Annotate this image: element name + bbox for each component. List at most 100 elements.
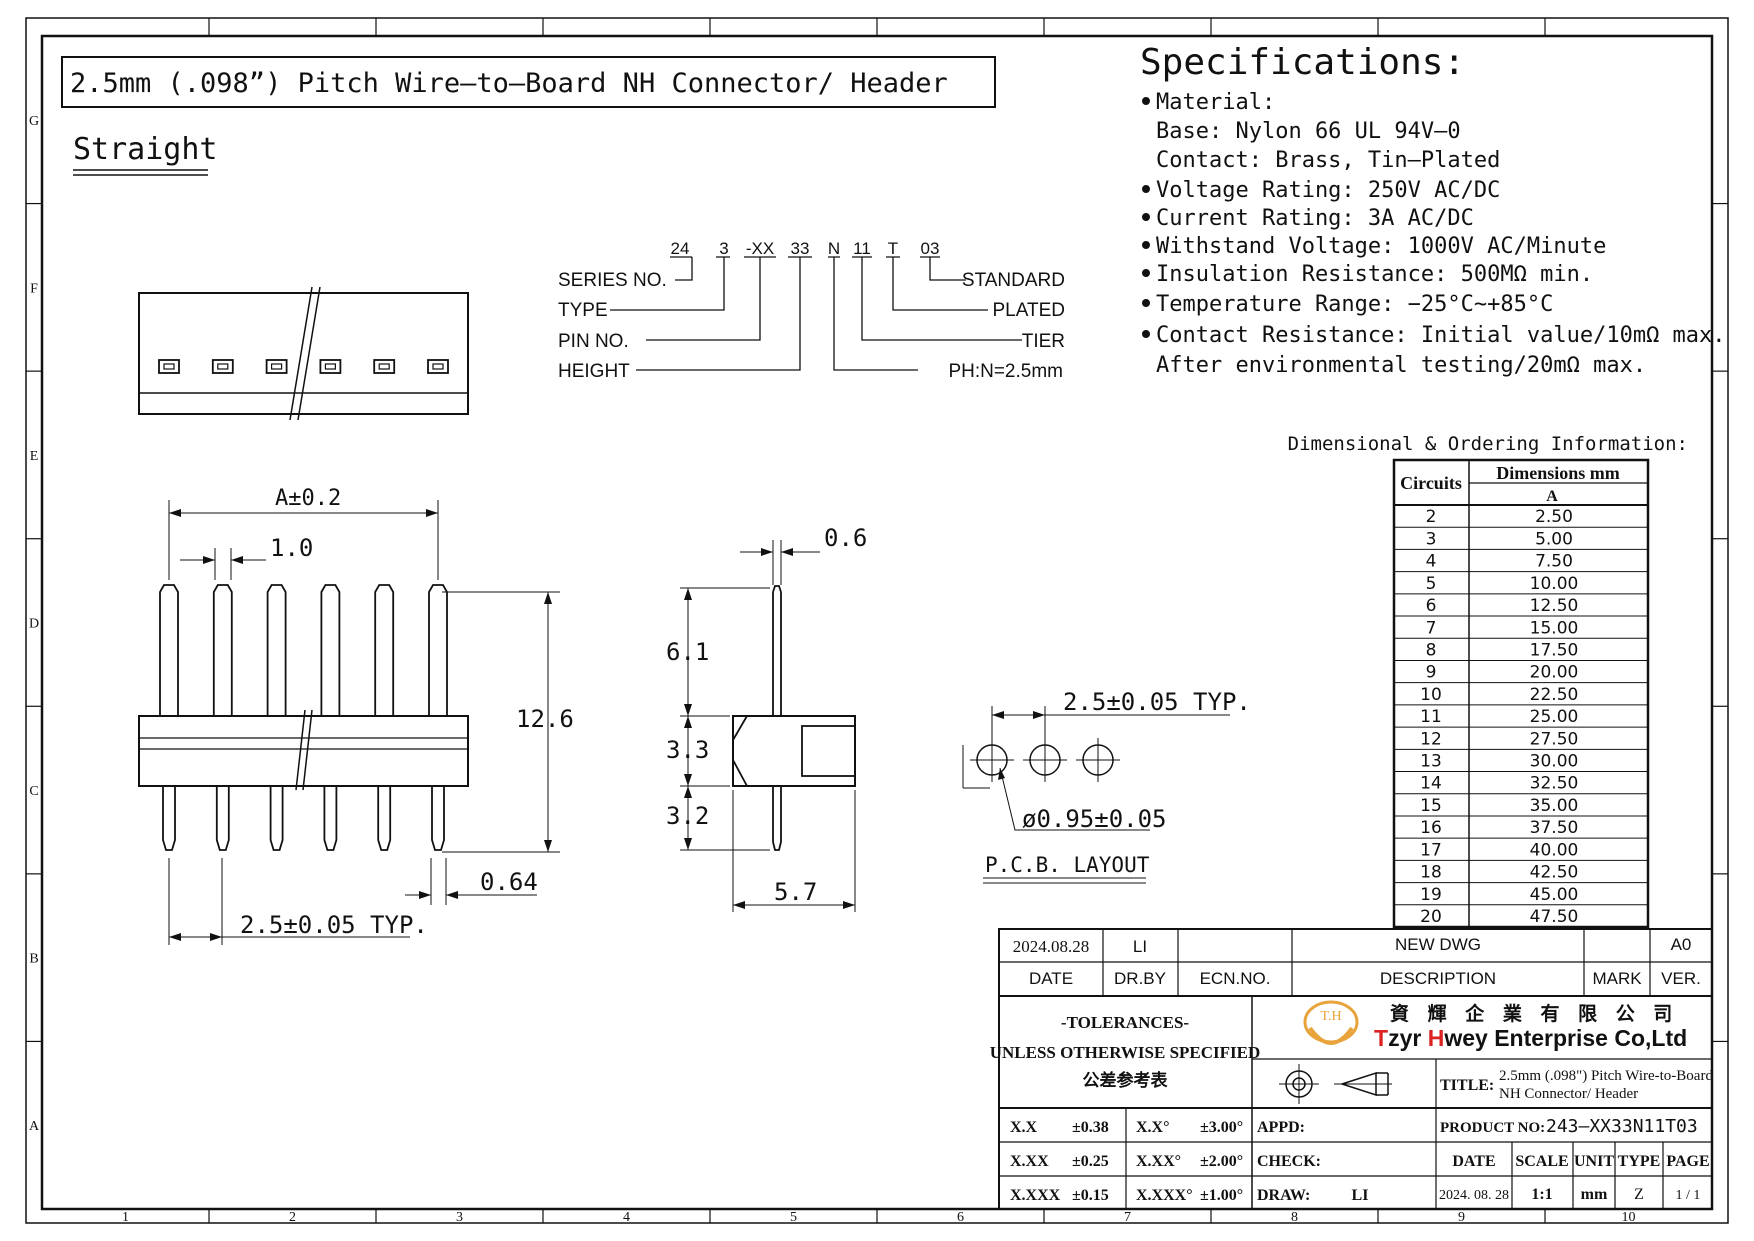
ordering-dimension-a: 15.00 xyxy=(1530,618,1579,638)
head-date-2: DATE xyxy=(1452,1153,1495,1170)
top-pin-hole xyxy=(378,363,390,370)
spec-contact-resistance: Contact Resistance: Initial value/10mΩ m… xyxy=(1156,323,1726,348)
spec-voltage: Voltage Rating: 250V AC/DC xyxy=(1156,178,1500,203)
top-pin-cavity xyxy=(211,359,234,374)
ordering-circuits: 3 xyxy=(1426,529,1437,549)
tolerance-cell: ±0.25 xyxy=(1072,1153,1109,1170)
view-subtitle: Straight xyxy=(73,132,218,167)
head-scale: SCALE xyxy=(1515,1153,1568,1170)
page-value: 1 / 1 xyxy=(1676,1188,1701,1203)
pcb-layout-label: P.C.B. LAYOUT xyxy=(985,853,1150,877)
ordering-dimension-a: 10.00 xyxy=(1530,574,1579,594)
code-leader-lines xyxy=(610,256,1022,371)
top-pin-hole xyxy=(432,363,444,370)
top-pin-hole xyxy=(163,363,175,370)
frame-col-label: 3 xyxy=(456,1210,463,1225)
title-block xyxy=(998,928,1713,1210)
code-label-pitch: PH:N=2.5mm xyxy=(948,361,1063,382)
tolerance-cell: X.XXX° xyxy=(1136,1187,1193,1204)
ordering-col-dimensions: Dimensions mm xyxy=(1496,463,1620,483)
dim-housing-depth: 5.7 xyxy=(774,878,817,906)
frame-row-label: D xyxy=(29,617,39,632)
tolerance-cell: ±0.38 xyxy=(1072,1119,1109,1136)
ordering-circuits: 10 xyxy=(1420,685,1442,705)
dim-pin-width-side: 0.6 xyxy=(824,524,867,552)
ordering-heading: Dimensional & Ordering Information: xyxy=(1288,433,1688,455)
ordering-dimension-a: 22.50 xyxy=(1530,685,1579,705)
head-ecn: ECN.NO. xyxy=(1200,969,1271,988)
dim-pin-width-front: 1.0 xyxy=(270,534,313,562)
ordering-dimension-a: 2.50 xyxy=(1535,507,1573,527)
head-type: TYPE xyxy=(1618,1153,1661,1170)
dim-lower-pin: 3.2 xyxy=(666,802,709,830)
frame-col-label: 2 xyxy=(289,1210,296,1225)
ordering-col-a: A xyxy=(1546,488,1558,505)
code-seg-type: 3 xyxy=(719,239,728,258)
ordering-circuits: 15 xyxy=(1420,796,1442,816)
spec-temperature: Temperature Range: −25°C~+85°C xyxy=(1156,292,1553,317)
company-name-en: Tzyr Hwey Enterprise Co,Ltd xyxy=(1374,1025,1687,1051)
front-pin-lower xyxy=(323,786,338,851)
dim-housing-height: 3.3 xyxy=(666,736,709,764)
rev-description: NEW DWG xyxy=(1395,935,1481,954)
company-logo: T.H xyxy=(1303,1000,1359,1045)
spec-insulation: Insulation Resistance: 500MΩ min. xyxy=(1156,262,1593,287)
front-pin-upper xyxy=(159,584,179,716)
dim-total-height: 12.6 xyxy=(516,705,574,733)
front-dimension-lines xyxy=(168,500,560,945)
front-dimension-arrows xyxy=(169,509,552,941)
ordering-circuits: 8 xyxy=(1426,640,1437,660)
rev-date: 2024.08.28 xyxy=(1013,937,1090,956)
dim-pcb-hole: ø0.95±0.05 xyxy=(1022,805,1167,833)
ordering-dimension-a: 20.00 xyxy=(1530,663,1579,683)
ordering-circuits: 11 xyxy=(1420,707,1442,727)
frame-col-label: 4 xyxy=(623,1210,630,1225)
tolerance-cell: ±2.00° xyxy=(1200,1153,1243,1170)
draw-label: DRAW: xyxy=(1257,1187,1310,1204)
ordering-dimension-a: 12.50 xyxy=(1530,596,1579,616)
code-seg-pins: -XX xyxy=(746,239,774,258)
frame-col-label: 8 xyxy=(1291,1210,1298,1225)
tolerance-cn: 公差参考表 xyxy=(1083,1070,1169,1091)
front-pin-lower xyxy=(215,786,230,851)
ordering-dimension-a: 45.00 xyxy=(1530,885,1579,905)
drawing-title: 2.5mm (.098”) Pitch Wire–to–Board NH Con… xyxy=(70,68,948,99)
ordering-circuits: 4 xyxy=(1426,552,1437,572)
ordering-circuits: 7 xyxy=(1426,618,1437,638)
frame-col-label: 7 xyxy=(1124,1210,1131,1225)
spec-contact: Contact: Brass, Tin–Plated xyxy=(1156,148,1500,173)
front-pin-lower xyxy=(431,786,445,851)
bullet-icon xyxy=(1142,299,1150,307)
ordering-dimension-a: 27.50 xyxy=(1530,729,1579,749)
dim-pin-thickness: 0.64 xyxy=(480,868,538,896)
dim-a: A±0.2 xyxy=(275,486,341,511)
logo-initials: T.H xyxy=(1320,1009,1341,1024)
head-description: DESCRIPTION xyxy=(1380,969,1496,988)
ordering-dimension-a: 32.50 xyxy=(1530,774,1579,794)
top-break-lines xyxy=(289,286,321,421)
bullet-icon xyxy=(1142,185,1150,193)
frame-col-label: 6 xyxy=(957,1210,964,1225)
ordering-circuits: 18 xyxy=(1420,863,1442,883)
tolerance-cell: X.XX xyxy=(1010,1153,1049,1170)
head-date: DATE xyxy=(1029,969,1073,988)
dim-upper-pin: 6.1 xyxy=(666,638,709,666)
pcb-dimension-lines xyxy=(962,706,1230,884)
front-pin-lower xyxy=(377,786,392,851)
code-seg-tier: 11 xyxy=(853,239,871,258)
code-seg-series: 24 xyxy=(671,239,690,258)
projection-symbol-icon xyxy=(1279,1064,1392,1104)
tolerance-subtitle: UNLESS OTHERWISE SPECIFIED xyxy=(990,1043,1261,1062)
front-housing xyxy=(138,709,469,791)
bullet-icon xyxy=(1142,269,1150,277)
tolerance-cell: ±0.15 xyxy=(1072,1187,1109,1204)
pcb-dimension-arrows xyxy=(992,711,1045,780)
title-line-2: NH Connector/ Header xyxy=(1499,1086,1638,1102)
ordering-circuits: 9 xyxy=(1426,663,1437,683)
frame-row-label: F xyxy=(30,281,38,296)
code-label-height: HEIGHT xyxy=(558,361,630,382)
ordering-circuits: 19 xyxy=(1420,885,1442,905)
code-label-type: TYPE xyxy=(558,300,608,321)
